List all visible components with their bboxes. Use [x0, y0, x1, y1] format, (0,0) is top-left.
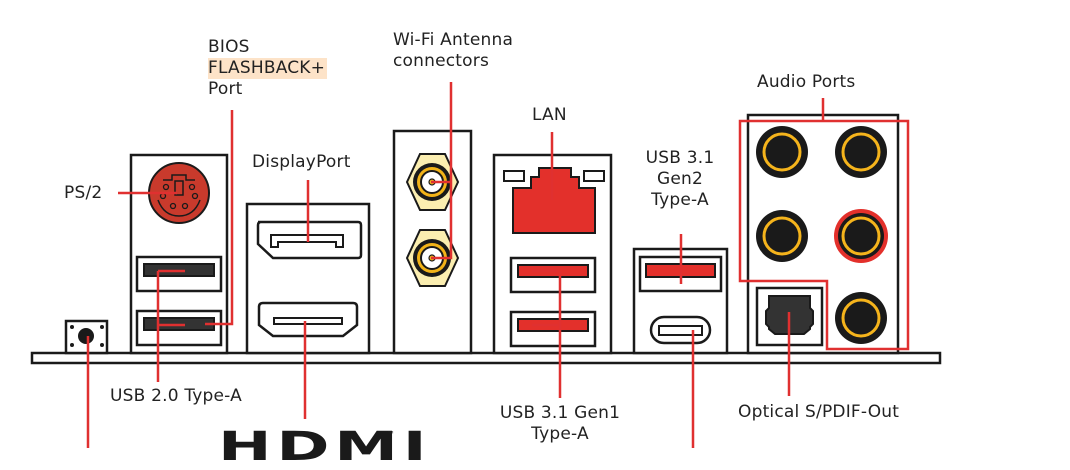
- usb20-label: USB 2.0 Type-A: [110, 386, 242, 406]
- bios-flashback-label-line1: BIOS: [208, 37, 250, 57]
- io-shield-base: [30, 351, 942, 365]
- optical-spdif-label: Optical S/PDIF-Out: [738, 402, 900, 422]
- lan-label: LAN: [532, 105, 567, 125]
- usb20-port-top: [135, 255, 223, 293]
- wifi-block: [392, 129, 473, 355]
- usb31-gen1-port-bottom: [509, 310, 597, 348]
- usb31-gen1-label-line1: USB 3.1 Gen1: [499, 403, 621, 423]
- lan-port: [503, 167, 605, 234]
- audio-ports-label: Audio Ports: [757, 72, 856, 92]
- usb20-port-bottom: [135, 309, 223, 347]
- ps2-port: [148, 162, 210, 224]
- bios-flashback-label-line2: FLASHBACK+: [208, 58, 328, 79]
- usb31-gen2-label-line2: Gen2: [656, 169, 704, 189]
- wifi-label-line1: Wi-Fi Antenna: [393, 30, 514, 50]
- ps2-label: PS/2: [64, 183, 103, 203]
- usb31-gen1-port-top: [509, 256, 597, 294]
- usb31-gen2-label-line3: Type-A: [651, 190, 709, 210]
- audio-jack: [835, 126, 887, 178]
- bios-flashback-label-line3: Port: [208, 79, 243, 99]
- audio-jack: [835, 292, 887, 344]
- usb-type-c-port: [649, 315, 712, 345]
- hdmi-port: [257, 301, 359, 338]
- lan-usb31-gen1-block: [492, 153, 613, 355]
- audio-block: [746, 113, 900, 355]
- displayport-port: [256, 220, 363, 260]
- wifi-label-line2: connectors: [393, 51, 490, 71]
- usb31-gen2-label-line1: USB 3.1: [645, 148, 715, 168]
- usb31-gen1-label-line2: Type-A: [531, 424, 589, 444]
- io-panel-diagram: [30, 82, 942, 448]
- audio-ports-highlight: [738, 119, 910, 351]
- audio-jack-highlighted: [834, 209, 888, 263]
- audio-jack: [756, 210, 808, 262]
- hdmi-trademark: ™: [387, 430, 395, 439]
- callout-lines: [86, 82, 825, 448]
- clear-cmos-button: [64, 319, 109, 355]
- ps2-usb2-block: [129, 153, 229, 355]
- audio-jack: [756, 126, 808, 178]
- usb31-gen2-block: [632, 247, 729, 355]
- displayport-label: DisplayPort: [252, 152, 351, 172]
- hdmi-logo: HDMI: [218, 424, 432, 470]
